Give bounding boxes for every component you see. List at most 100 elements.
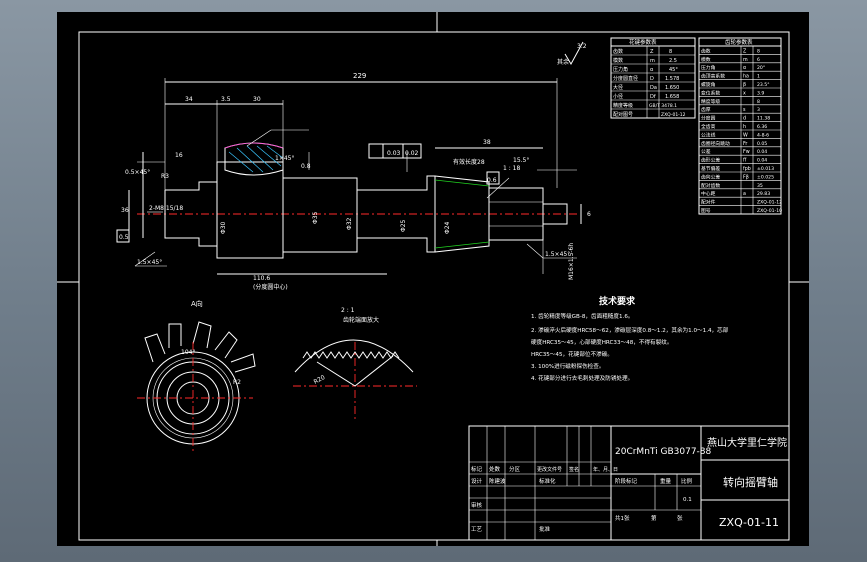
dim-tol-5: 0.6 bbox=[487, 177, 497, 184]
gear-table-cell: 变位系数 bbox=[701, 89, 720, 96]
gear-table-cell: ±0.025 bbox=[757, 174, 774, 180]
spline-cell: m bbox=[650, 58, 655, 64]
tb-sheet-total: 共1张 bbox=[615, 514, 630, 522]
spline-cell: Df bbox=[650, 94, 656, 100]
gear-table-cell: 图号 bbox=[701, 208, 711, 214]
gear-table-cell: 分度圆 bbox=[701, 115, 716, 122]
dim-r3: R3 bbox=[161, 173, 169, 180]
gear-table-cell: 齿圈径向跳动 bbox=[701, 140, 730, 147]
leader-lines bbox=[134, 129, 577, 267]
spline-cell: Da bbox=[650, 85, 657, 91]
dim-dia-e: Φ24 bbox=[444, 221, 451, 234]
gear-table-cell: 0.04 bbox=[757, 158, 767, 164]
dim-thread-m16: M16×1.5-6h bbox=[568, 243, 575, 280]
dim-36: 36 bbox=[121, 207, 129, 214]
dim-16: 16 bbox=[175, 152, 183, 159]
gear-table-cell: 0.04 bbox=[757, 149, 767, 155]
tech-title: 技术要求 bbox=[599, 295, 636, 307]
tech-line-3: 硬度HRC35～45，心部硬度HRC33～48，不得有裂纹。 bbox=[531, 338, 672, 346]
tb-check: 审核 bbox=[471, 501, 483, 509]
gear-table-cell: m bbox=[743, 58, 748, 63]
material-label: 20CrMnTi GB3077-88 bbox=[615, 447, 712, 457]
title-block: 20CrMnTi GB3077-88 燕山大学里仁学院 转向摇臂轴 ZXQ-01… bbox=[468, 425, 790, 541]
tb-header: 分区 bbox=[509, 465, 521, 473]
gear-hatch bbox=[224, 142, 284, 176]
gear-table-cell: 1 bbox=[757, 74, 760, 80]
dimension-texts: 229 34 3.5 30 16 36 38 1 : 18 6 1×45° 1.… bbox=[119, 72, 591, 291]
gear-table-cell: fpb bbox=[743, 166, 751, 172]
tooth-radius: R20 bbox=[313, 374, 327, 386]
tb-scale: 比例 bbox=[681, 477, 693, 485]
gear-table-cell: 模数 bbox=[701, 56, 711, 63]
dim-35: 3.5 bbox=[221, 96, 231, 103]
dim-overall-length: 229 bbox=[353, 72, 366, 80]
gear-table-cell: ZXQ-01-12 bbox=[757, 200, 782, 206]
gear-r1: R2 bbox=[233, 379, 241, 386]
spline-cell: 配对图号 bbox=[613, 111, 633, 118]
gear-table-cell: α bbox=[743, 66, 746, 71]
gear-table-cell: 配对件 bbox=[701, 199, 716, 206]
dim-chamfer-3: 1.5×45° bbox=[545, 251, 570, 258]
gear-table-cell: 齿形公差 bbox=[701, 157, 720, 164]
spline-cell: GB/T 3478.1 bbox=[649, 103, 677, 109]
gear-table-cell: Z bbox=[743, 48, 747, 54]
dim-dia-a: Φ30 bbox=[220, 221, 227, 234]
dim-chamfer-1: 1×45° bbox=[275, 155, 294, 162]
spline-cell: 齿数 bbox=[613, 48, 623, 55]
spline-cell: 分度圆直径 bbox=[613, 75, 638, 82]
gear-table-cell: 精度等级 bbox=[701, 98, 720, 105]
dimension-lines bbox=[128, 78, 582, 275]
dim-dia-d: Φ25 bbox=[400, 219, 407, 232]
dim-chamfer-2: 1.5×45° bbox=[137, 259, 162, 266]
gear-table-cell: ±0.013 bbox=[757, 166, 774, 172]
spline-table-title: 花键参数表 bbox=[629, 38, 657, 46]
gear-view-a: A向 104° R2 bbox=[137, 299, 256, 454]
dim-dia-b: Φ35 bbox=[312, 211, 319, 224]
gear-table-cell: 4-8-6 bbox=[757, 132, 769, 138]
gear-table-cell: 全齿高 bbox=[701, 123, 716, 130]
gear-table-title: 齿轮参数表 bbox=[725, 38, 753, 46]
gear-table-cell: 20° bbox=[757, 65, 765, 71]
drawing-sheet: 229 34 3.5 30 16 36 38 1 : 18 6 1×45° 1.… bbox=[57, 12, 809, 546]
spline-cell: 45° bbox=[669, 67, 678, 73]
gear-table-cell: 齿向公差 bbox=[701, 173, 720, 180]
tb-header: 年、月、日 bbox=[593, 466, 618, 473]
part-name: 转向摇臂轴 bbox=[723, 475, 778, 489]
gear-table-cell: h bbox=[743, 124, 746, 130]
dim-angle: 15.5° bbox=[513, 157, 529, 164]
gear-table-cell: 公差 bbox=[701, 148, 711, 155]
scale-label: 2 : 1 bbox=[341, 307, 355, 314]
gear-table-cell: 齿顶高系数 bbox=[701, 73, 725, 80]
gear-table-cell: ha bbox=[743, 74, 749, 80]
gear-table-cell: 6.36 bbox=[757, 124, 767, 130]
gear-table-cell: 0.05 bbox=[757, 141, 767, 147]
spline-cell: D bbox=[650, 76, 654, 82]
inner-frame bbox=[78, 31, 790, 541]
dim-ratio: 1 : 18 bbox=[503, 165, 520, 172]
spline-cell: 8 bbox=[669, 49, 672, 55]
tb-process: 工艺 bbox=[471, 526, 483, 533]
gear-table-cell: 压力角 bbox=[701, 64, 716, 71]
spline-cell: 精度等级 bbox=[613, 102, 633, 109]
spline-cell: α bbox=[650, 67, 654, 73]
gear-table-cell: 公法线 bbox=[701, 131, 716, 138]
gear-table-cell: Fr bbox=[743, 141, 747, 147]
tech-requirements: 技术要求 1. 齿轮精度等级GB-8，齿面粗糙度1.6。 2. 渗碳淬火后硬度H… bbox=[531, 295, 729, 382]
tb-header: 处数 bbox=[489, 465, 501, 473]
gear-table-cell: 23.5° bbox=[757, 82, 770, 88]
dim-6: 6 bbox=[587, 211, 591, 218]
dim-ref: (分度圆中心) bbox=[253, 283, 288, 291]
tech-line-4: HRC35～45，花键部位不渗碳。 bbox=[531, 350, 613, 358]
tb-designer: 陈建波 bbox=[489, 477, 506, 485]
dim-tol-1: 0.5 bbox=[119, 234, 129, 241]
gear-table-cell: Fw bbox=[743, 149, 750, 155]
drawing-canvas: 229 34 3.5 30 16 36 38 1 : 18 6 1×45° 1.… bbox=[57, 12, 809, 546]
gear-table-cell: 中心距 bbox=[701, 190, 716, 197]
dim-34: 34 bbox=[185, 96, 193, 103]
gear-table-cell: ZXQ-01-10 bbox=[757, 208, 782, 214]
dim-tol-4: 0.8 bbox=[301, 163, 311, 170]
tech-line-1: 1. 齿轮精度等级GB-8，齿面粗糙度1.6。 bbox=[531, 312, 633, 320]
tb-standardization: 标准化 bbox=[539, 477, 556, 485]
spline-cell: 1.658 bbox=[665, 94, 679, 100]
